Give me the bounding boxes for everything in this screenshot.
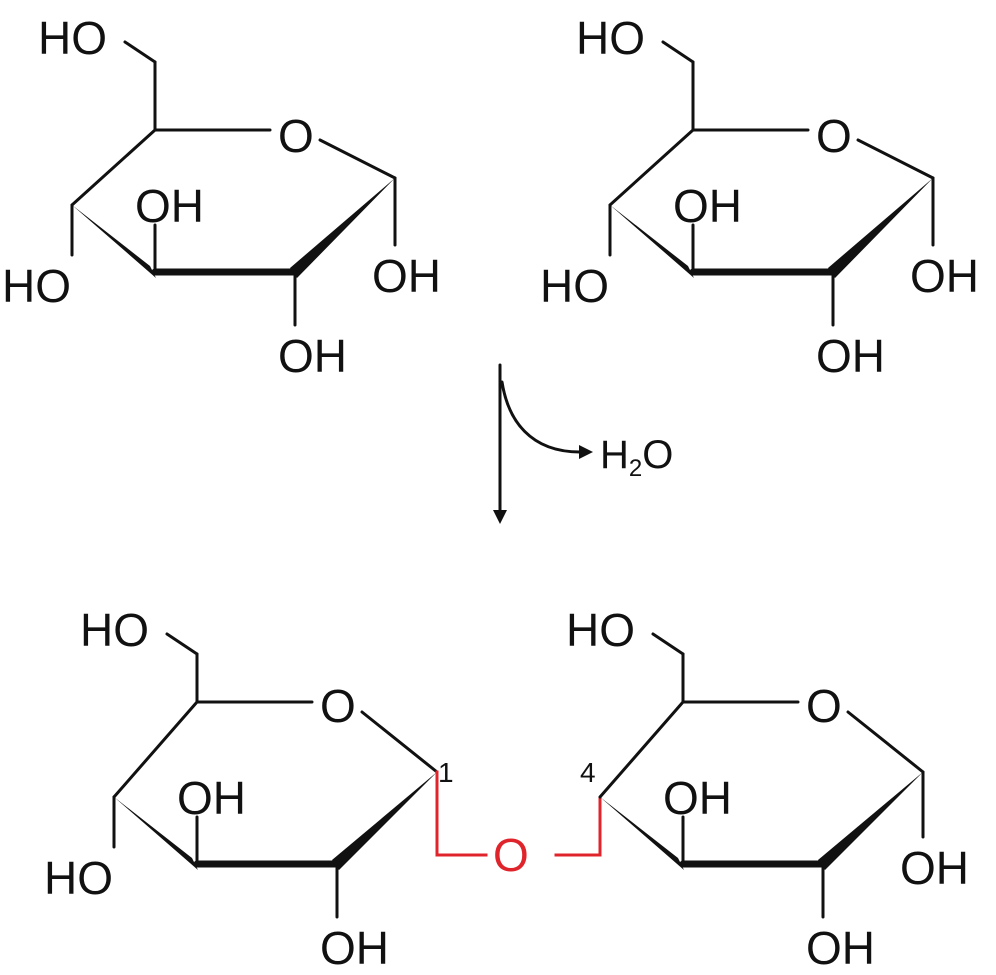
- wedge-c4-c3: [600, 797, 684, 870]
- label-ring-oxygen: O: [816, 110, 852, 162]
- glycosidic-oxygen-label: O: [493, 829, 529, 881]
- carbon-number-1: 1: [438, 757, 454, 788]
- glycosidic-linkage: O: [435, 770, 602, 881]
- wedge-c4-c3: [114, 797, 198, 870]
- label-c1-oh: OH: [900, 842, 969, 894]
- label-c1-oh: OH: [372, 250, 441, 302]
- label-c4-oh: HO: [540, 260, 609, 312]
- arrow-head: [493, 510, 507, 524]
- label-ch2oh: HO: [576, 12, 645, 64]
- label-ring-oxygen: O: [320, 680, 356, 732]
- bond-o-c1: [360, 710, 439, 774]
- label-c2-oh: OH: [816, 330, 885, 382]
- wedge-c1-c2: [332, 772, 437, 870]
- wedge-c4-c3: [610, 205, 694, 278]
- label-c3-oh: OH: [663, 772, 732, 824]
- label-c2-oh: OH: [320, 922, 389, 974]
- water-h: H: [600, 433, 629, 477]
- link-o-to-c4: [554, 796, 602, 857]
- glucose-bottom-right: HO O OH OH OH 4: [566, 604, 969, 974]
- bond-o-c1: [856, 138, 935, 180]
- label-ch2oh: HO: [80, 604, 149, 656]
- water-o: O: [642, 433, 673, 477]
- bond-c5-c4: [112, 700, 199, 799]
- label-ch2oh: HO: [38, 12, 107, 64]
- byproduct-arrow-head: [579, 445, 593, 459]
- label-c3-oh: OH: [673, 180, 742, 232]
- glucose-bottom-left: HO O OH HO OH 1: [44, 604, 454, 974]
- label-c2-oh: OH: [806, 922, 875, 974]
- wedge-c1-c2: [828, 178, 933, 278]
- label-c4-oh: HO: [44, 852, 113, 904]
- link-c1-to-o: [435, 770, 488, 857]
- label-ch2oh: HO: [566, 604, 635, 656]
- bond-c6-ho: [651, 632, 685, 656]
- wedge-c4-c3: [72, 205, 156, 278]
- label-ring-oxygen: O: [278, 110, 314, 162]
- reaction-arrow: H2O: [493, 363, 673, 524]
- water-subscript: 2: [629, 455, 642, 482]
- bond-c6-ho: [661, 40, 695, 64]
- bond-c6-ho: [165, 632, 199, 656]
- bond-c5-c4: [608, 128, 695, 207]
- label-c1-oh: OH: [910, 250, 979, 302]
- label-c2-oh: OH: [278, 330, 347, 382]
- bond-c6-ho: [123, 40, 157, 64]
- wedge-c1-c2: [818, 772, 923, 870]
- label-c4-oh: HO: [2, 260, 71, 312]
- bond-o-c1: [318, 138, 397, 180]
- bond-c5-c4: [598, 700, 685, 799]
- bond-c5-c4: [70, 128, 157, 207]
- wedge-c1-c2: [290, 178, 395, 278]
- carbon-number-4: 4: [580, 757, 596, 788]
- water-label: H2O: [600, 433, 673, 482]
- glucose-top-right: HO O OH HO OH OH: [540, 12, 979, 382]
- glucose-top-left: HO O OH HO OH OH: [2, 12, 441, 382]
- byproduct-curve: [500, 380, 582, 454]
- label-c3-oh: OH: [177, 772, 246, 824]
- label-c3-oh: OH: [135, 180, 204, 232]
- label-ring-oxygen: O: [806, 680, 842, 732]
- bond-o-c1: [846, 710, 925, 774]
